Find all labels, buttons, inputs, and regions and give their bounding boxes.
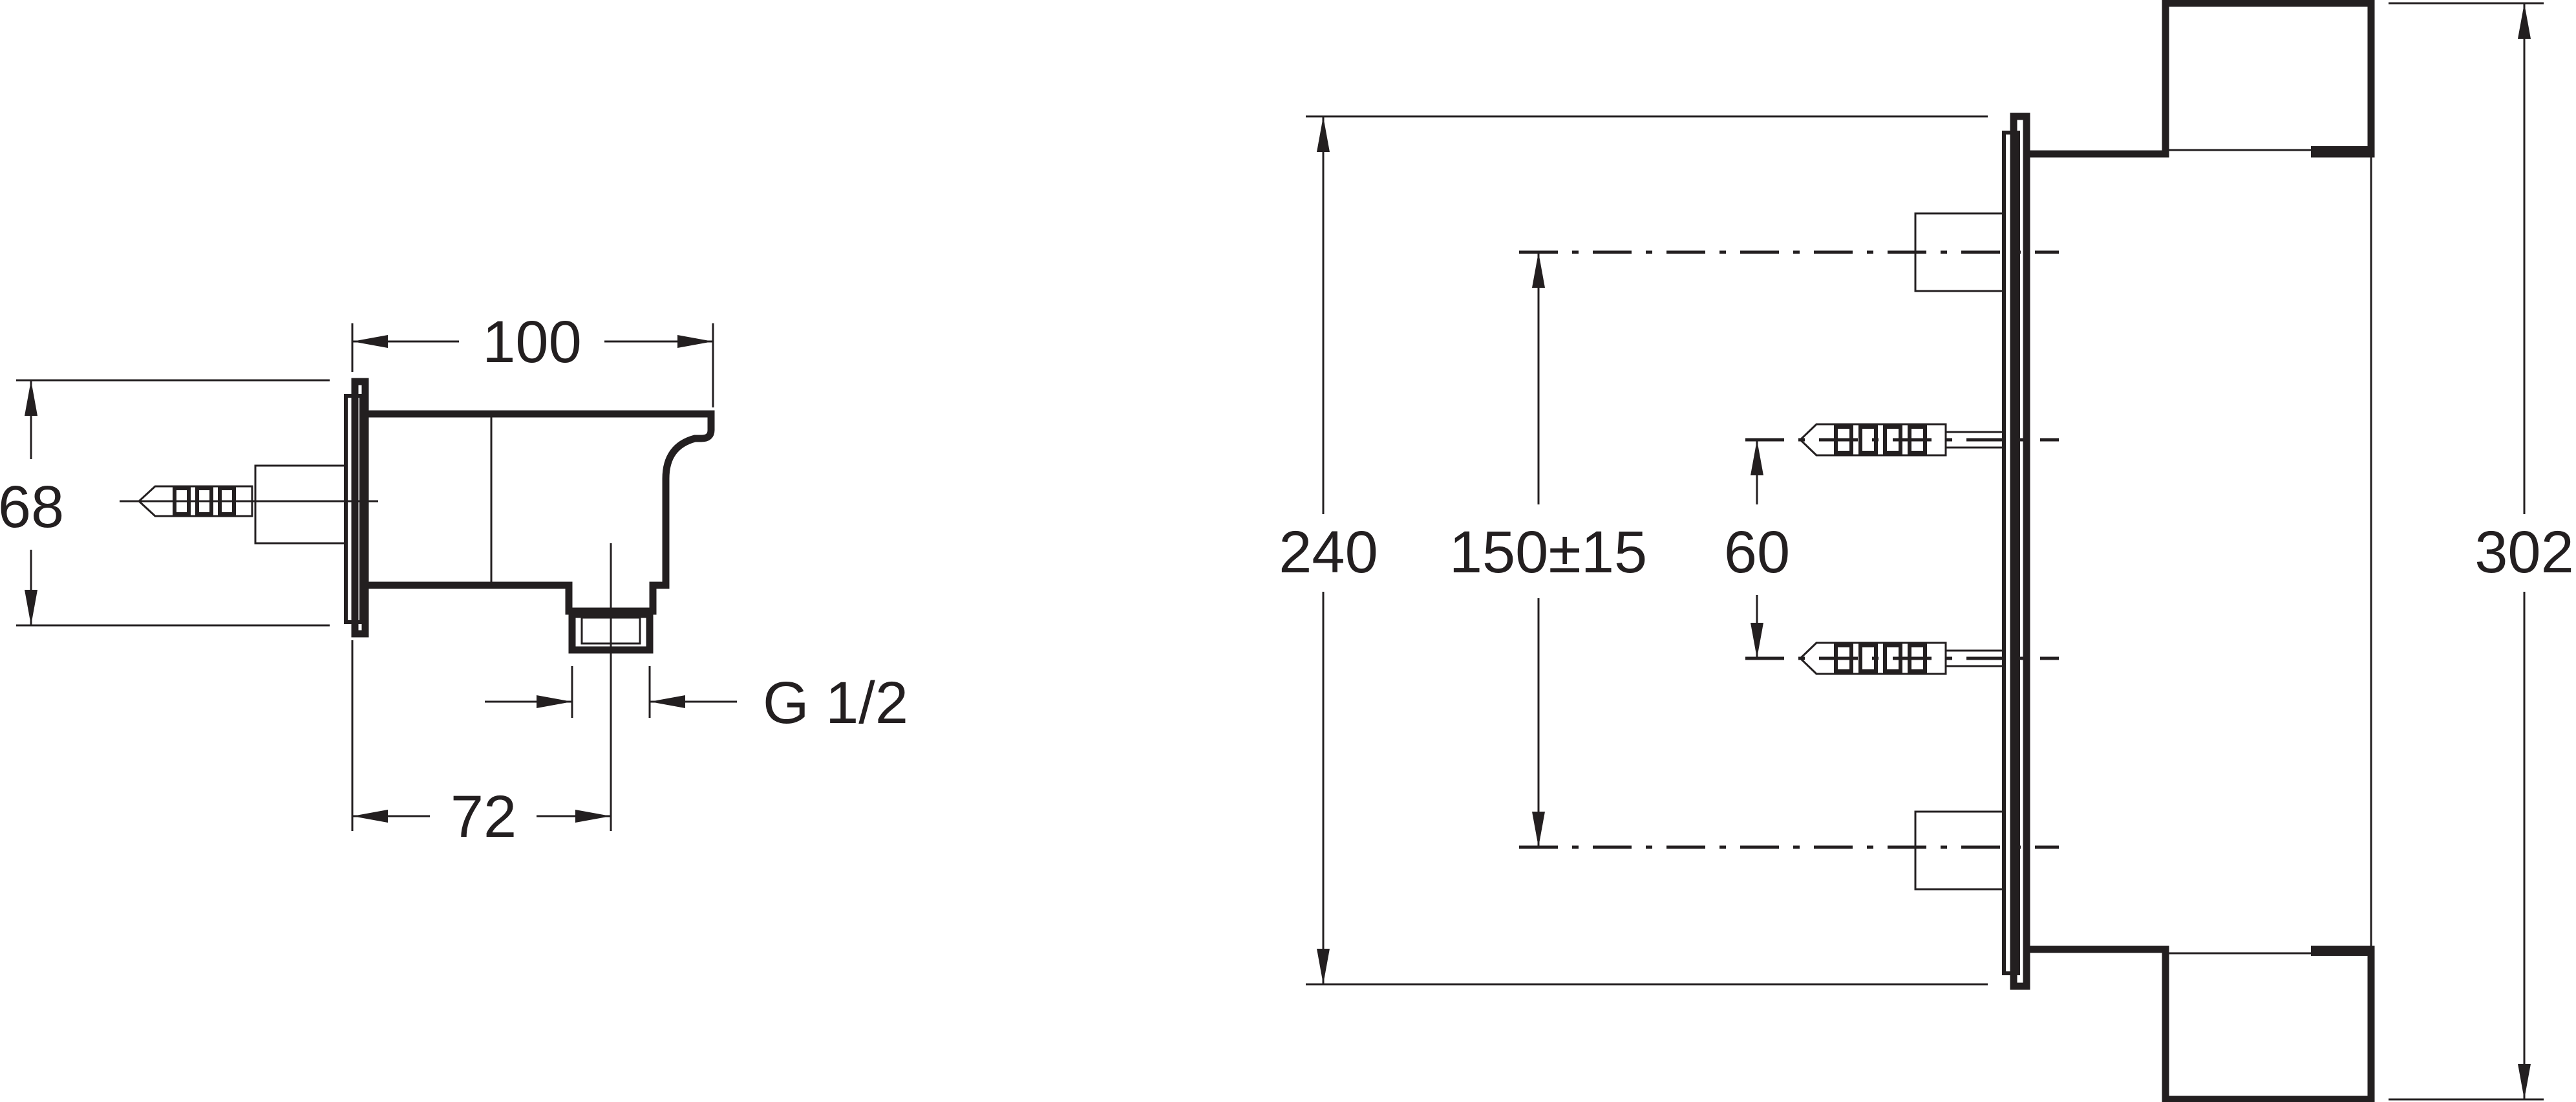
dim-150-label: 150±15 xyxy=(1449,519,1647,585)
front-cap-top xyxy=(2311,146,2371,155)
side-view: 100 68 G 1/2 72 xyxy=(0,309,908,850)
side-anchor xyxy=(137,485,253,517)
dim-302-label: 302 xyxy=(2475,519,2574,585)
dim-100-label: 100 xyxy=(482,309,582,375)
dim-72-label: 72 xyxy=(451,784,516,850)
front-view: 240 150±15 60 302 xyxy=(1279,0,2574,1102)
dim-60-label: 60 xyxy=(1724,519,1790,585)
dim-240-label: 240 xyxy=(1279,519,1378,585)
side-body-outline xyxy=(365,410,715,615)
side-spigot xyxy=(254,464,347,545)
side-wall-plate-inner xyxy=(351,378,369,638)
front-cap-bottom xyxy=(2311,947,2371,956)
dim-g12-label: G 1/2 xyxy=(763,670,908,736)
front-wall-plate-inner xyxy=(2010,113,2030,990)
front-spigot-bottom xyxy=(1914,810,2006,891)
front-body-outline xyxy=(2027,0,2375,1102)
dim-68-label: 68 xyxy=(0,474,64,540)
